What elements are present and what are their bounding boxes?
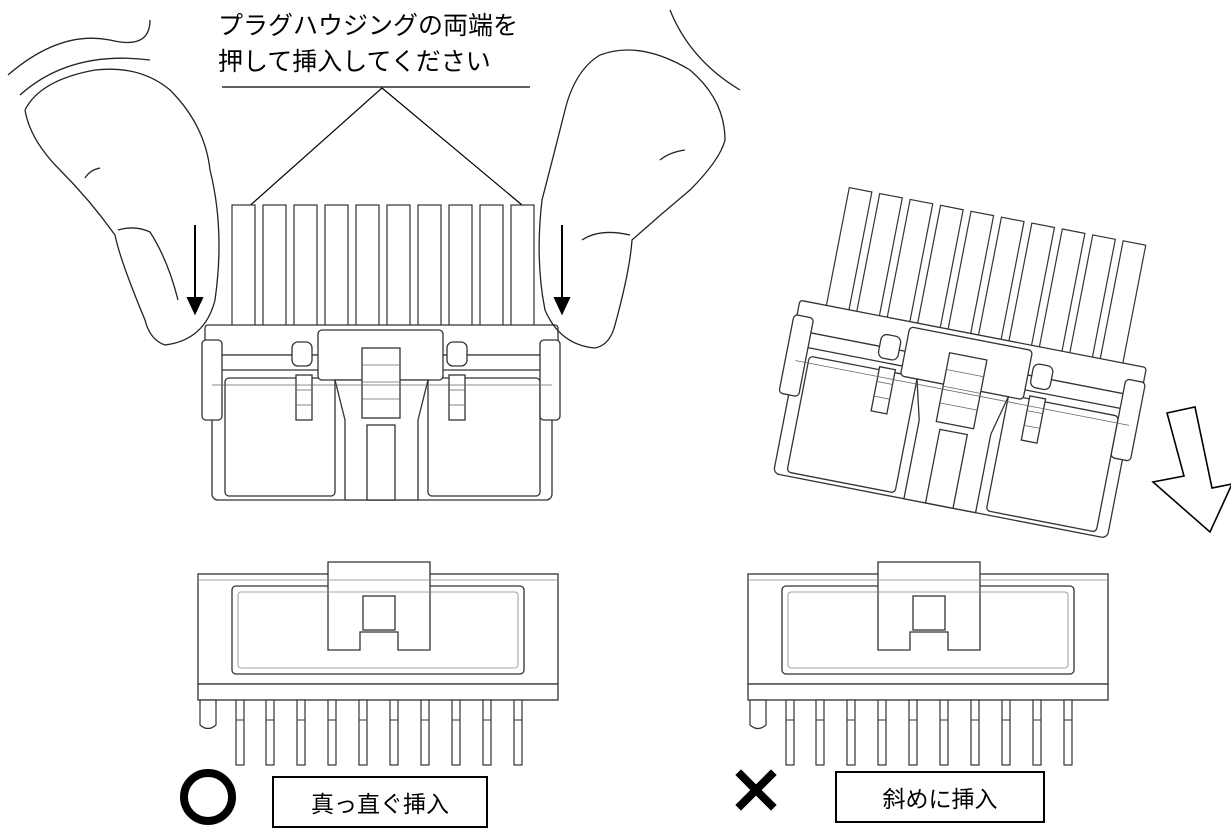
instruction-leader [222, 86, 530, 211]
incorrect-label-box: 斜めに挿入 [835, 771, 1045, 823]
plug-straight [201, 204, 561, 501]
header-connector-left [197, 561, 559, 766]
header-connector-right [747, 561, 1109, 766]
push-arrow-left [186, 225, 204, 316]
plug-tilted [762, 181, 1172, 541]
left-hand [7, 19, 220, 346]
instruction-line-2: 押して挿入してください [218, 47, 491, 76]
correct-label-box: 真っ直ぐ挿入 [272, 776, 488, 828]
incorrect-label: 斜めに挿入 [882, 787, 998, 813]
correct-circle-mark [180, 769, 236, 825]
incorrect-cross-mark [735, 769, 777, 811]
right-hand [538, 9, 741, 349]
push-arrow-right [553, 225, 571, 316]
tilt-arrow [1151, 406, 1231, 534]
instruction-text: プラグハウジングの両端を 押して挿入してください [218, 8, 518, 80]
instruction-line-1: プラグハウジングの両端を [218, 11, 519, 40]
correct-label: 真っ直ぐ挿入 [311, 792, 449, 818]
